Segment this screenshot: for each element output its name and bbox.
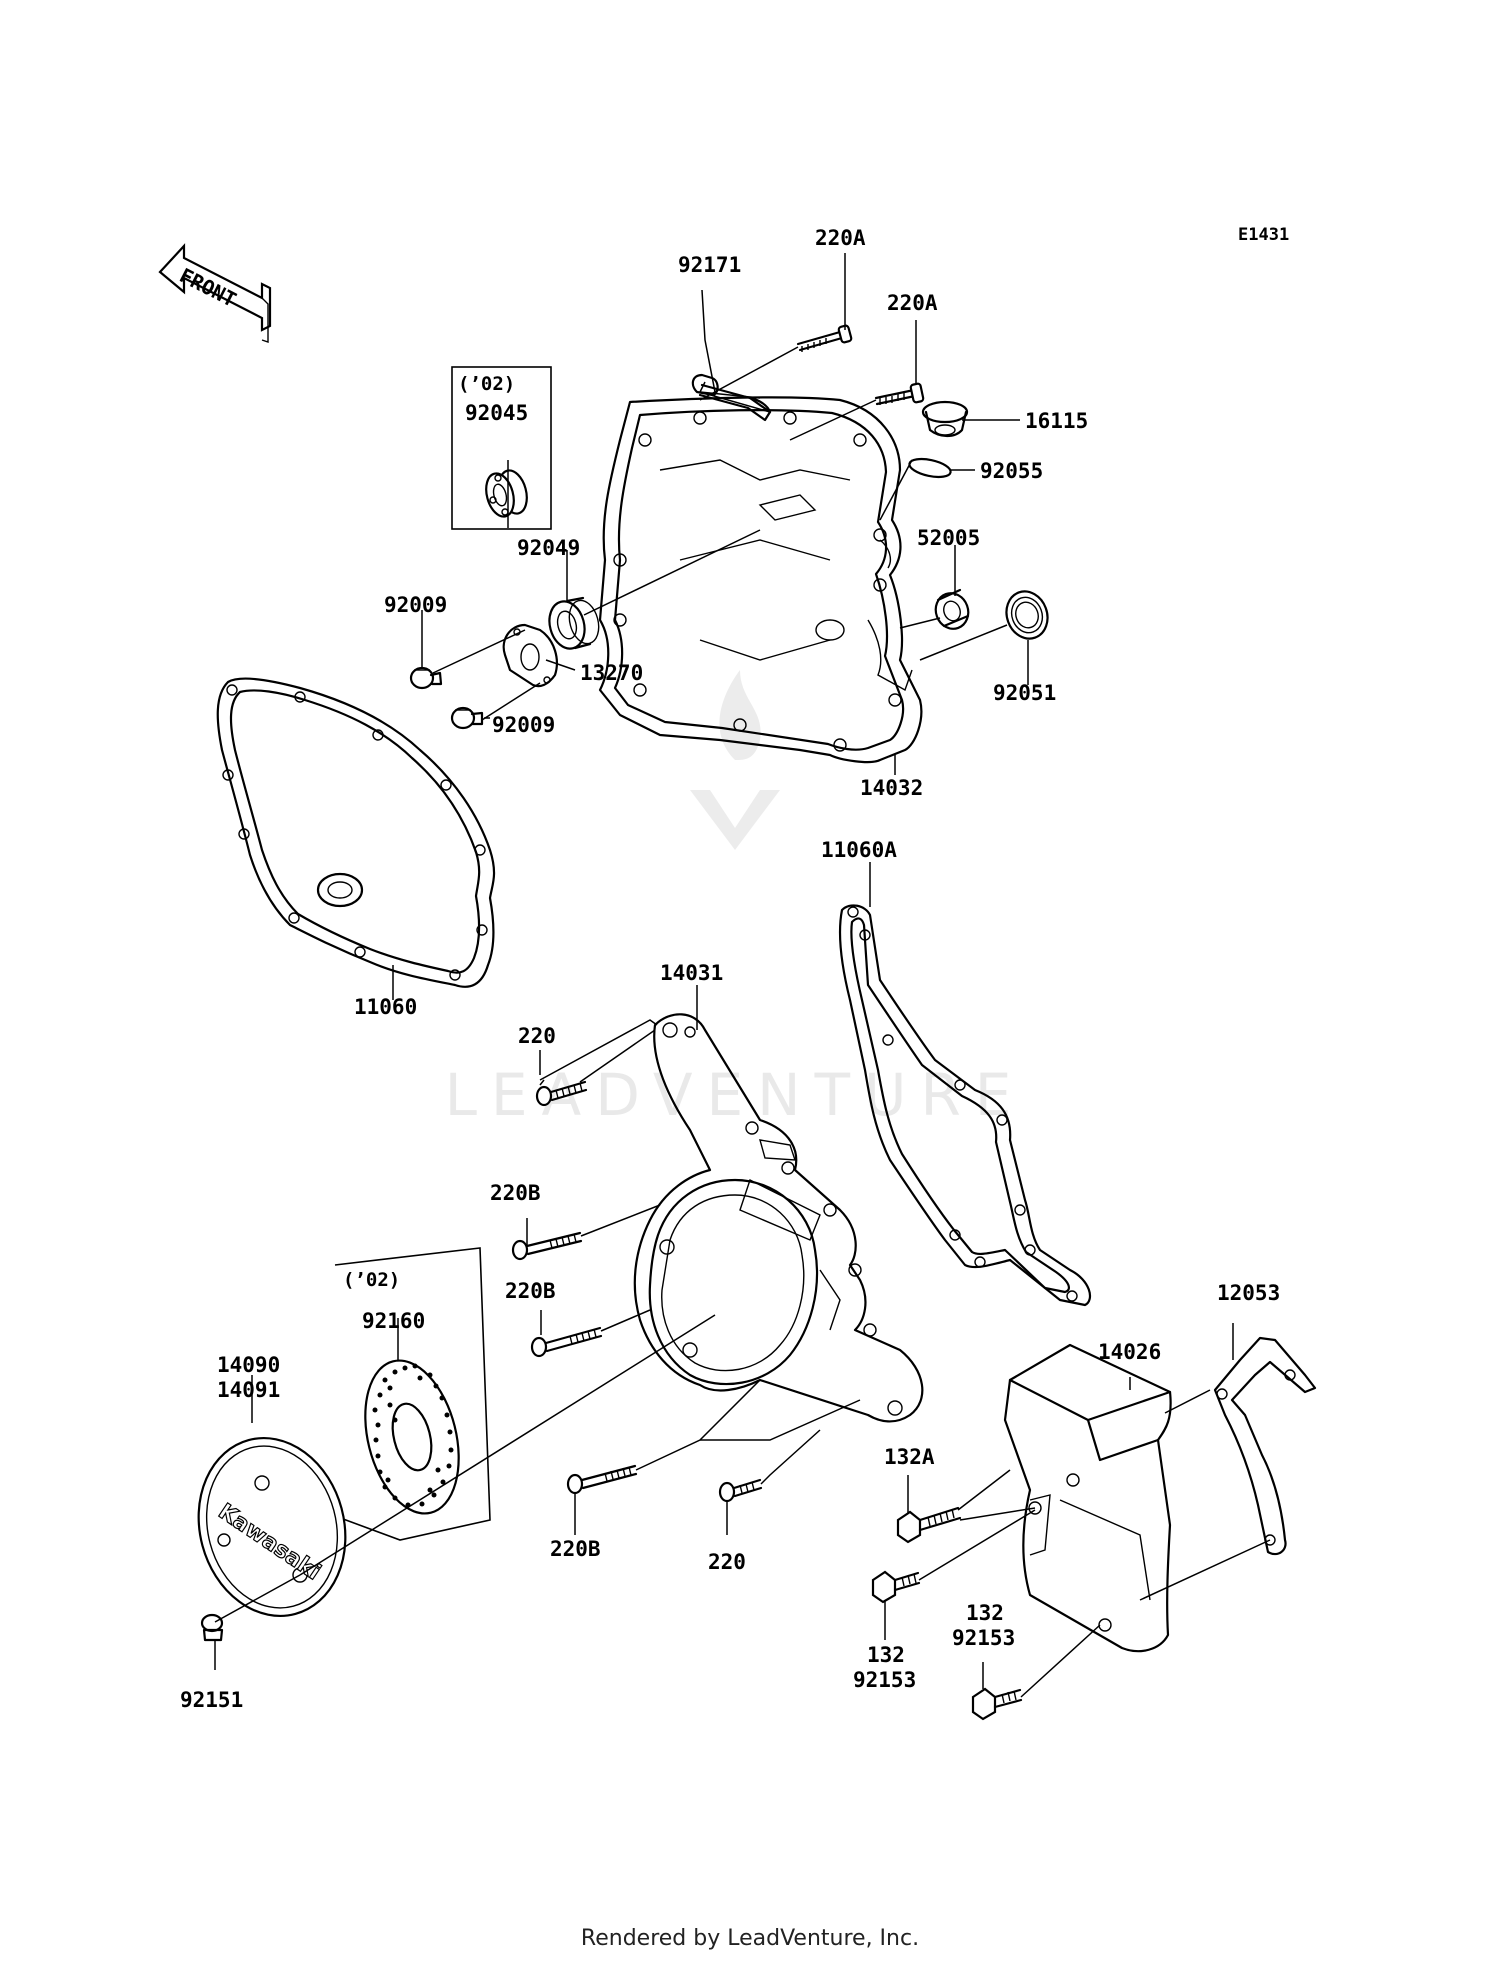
model-year-box: (’02) — [451, 366, 552, 530]
callout-92009-1: 92009 — [384, 593, 447, 617]
diagram-code: E1431 — [1238, 225, 1289, 245]
bearing-part — [485, 469, 528, 518]
callout-132-1: 132 — [867, 1643, 905, 1667]
bolt-part — [530, 1326, 603, 1358]
model-year-box: (’02) — [334, 1247, 491, 1541]
sprocket-cover-part — [1003, 1343, 1172, 1653]
callout-14032: 14032 — [860, 776, 923, 800]
leader-lines — [214, 253, 1271, 1698]
callout-92160: 92160 — [362, 1309, 425, 1333]
box-year-label: (’02) — [343, 1269, 400, 1291]
callout-132-2: 132 — [966, 1601, 1004, 1625]
clutch-cover-part — [598, 396, 923, 764]
bolt-part — [896, 1506, 962, 1544]
callout-14026: 14026 — [1098, 1340, 1161, 1364]
callout-13270: 13270 — [580, 661, 643, 685]
callout-52005: 52005 — [917, 526, 980, 550]
collar-part — [934, 588, 970, 630]
callout-14031: 14031 — [660, 961, 723, 985]
callout-16115: 16115 — [1025, 409, 1088, 433]
bolt-part — [971, 1687, 1023, 1721]
callout-92055: 92055 — [980, 459, 1043, 483]
callout-92051: 92051 — [993, 681, 1056, 705]
bolt-part — [871, 1570, 921, 1604]
kawasaki-cover-part: Kawasaki — [197, 1436, 347, 1618]
oil-seal-part — [1005, 590, 1049, 640]
bolt-part — [535, 1080, 588, 1107]
callout-14090: 14090 — [217, 1353, 280, 1377]
callout-92045: 92045 — [465, 401, 528, 425]
generator-cover-part — [633, 1013, 924, 1423]
callout-92153-1: 92153 — [853, 1668, 916, 1692]
callout-14091: 14091 — [217, 1378, 280, 1402]
front-arrow-icon: FRONT — [158, 243, 272, 343]
callout-220b-2: 220B — [505, 1279, 556, 1303]
callout-220a-2: 220A — [887, 291, 938, 315]
bolt-part — [874, 382, 925, 406]
callout-220a-1: 220A — [815, 226, 866, 250]
callout-11060a: 11060A — [821, 838, 897, 862]
callout-11060: 11060 — [354, 995, 417, 1019]
callout-92151: 92151 — [180, 1688, 243, 1712]
watermark-text: LEADVENTURE — [445, 1061, 1026, 1129]
render-credit: Rendered by LeadVenture, Inc. — [580, 1926, 920, 1951]
callout-220b-1: 220B — [490, 1181, 541, 1205]
gasket-part — [838, 904, 1092, 1307]
o-ring-part — [908, 457, 952, 479]
bracket-part — [1213, 1336, 1317, 1556]
leadventure-watermark: LEADVENTURE — [445, 670, 1026, 1129]
bolt-part — [566, 1464, 638, 1495]
callout-132a: 132A — [884, 1445, 935, 1469]
gasket-part — [216, 677, 496, 988]
callout-92171: 92171 — [678, 253, 741, 277]
callout-92049: 92049 — [517, 536, 580, 560]
oil-seal-part — [548, 596, 600, 650]
callout-12053: 12053 — [1217, 1281, 1280, 1305]
plate-part — [364, 1359, 460, 1515]
box-year-label: (’02) — [458, 373, 515, 395]
callout-labels: 92171 220A 220A 16115 92055 52005 92051 … — [180, 226, 1280, 1712]
callout-92153-2: 92153 — [952, 1626, 1015, 1650]
callout-92009-2: 92009 — [492, 713, 555, 737]
bolt-part — [796, 324, 853, 352]
oil-filler-cap-part — [921, 400, 969, 438]
plate-part — [502, 623, 558, 688]
bolt-part — [511, 1231, 583, 1261]
callout-220-2: 220 — [708, 1550, 746, 1574]
screw-part — [200, 1613, 224, 1642]
screw-part — [450, 706, 484, 730]
callout-220-1: 220 — [518, 1024, 556, 1048]
bolt-part — [718, 1478, 763, 1503]
callout-220b-3: 220B — [550, 1537, 601, 1561]
